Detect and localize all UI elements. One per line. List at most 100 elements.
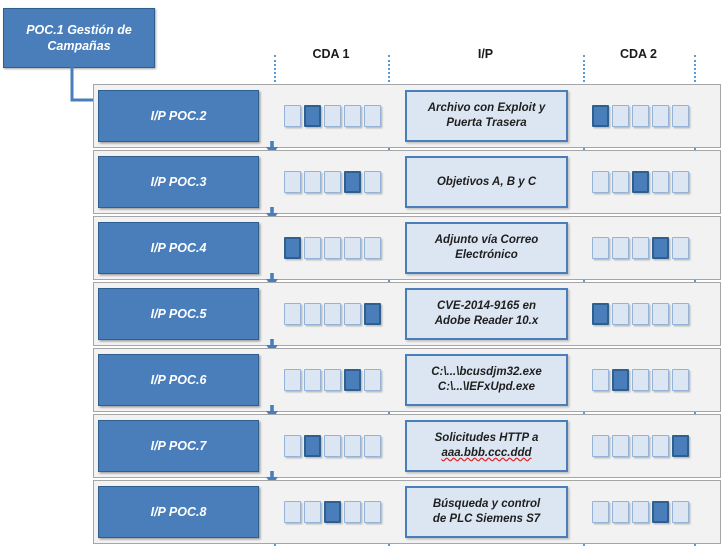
ip-text-line: Archivo con Exploit y bbox=[427, 102, 546, 114]
square-selected[interactable] bbox=[344, 171, 361, 193]
square-selected[interactable] bbox=[364, 303, 381, 325]
square[interactable] bbox=[304, 369, 321, 391]
ip-text-box[interactable]: Archivo con Exploit y Puerta Trasera bbox=[405, 90, 568, 142]
square[interactable] bbox=[632, 105, 649, 127]
square[interactable] bbox=[284, 501, 301, 523]
square[interactable] bbox=[324, 171, 341, 193]
square-selected[interactable] bbox=[672, 435, 689, 457]
row-band: I/P POC.3 Objetivos A, B y C bbox=[93, 150, 721, 221]
square[interactable] bbox=[672, 171, 689, 193]
square[interactable] bbox=[304, 501, 321, 523]
poc-box-label: I/P POC.5 bbox=[150, 307, 207, 321]
square[interactable] bbox=[592, 369, 609, 391]
poc-box[interactable]: I/P POC.3 bbox=[98, 156, 259, 208]
square[interactable] bbox=[364, 369, 381, 391]
square[interactable] bbox=[284, 435, 301, 457]
square[interactable] bbox=[652, 303, 669, 325]
square[interactable] bbox=[284, 369, 301, 391]
square[interactable] bbox=[324, 105, 341, 127]
square[interactable] bbox=[652, 105, 669, 127]
square[interactable] bbox=[344, 105, 361, 127]
square-selected[interactable] bbox=[612, 369, 629, 391]
ip-text-line: C:\...\IEFxUpd.exe bbox=[437, 381, 536, 393]
square[interactable] bbox=[672, 369, 689, 391]
poc-box-label: I/P POC.8 bbox=[150, 505, 207, 519]
square[interactable] bbox=[304, 171, 321, 193]
square[interactable] bbox=[344, 237, 361, 259]
square[interactable] bbox=[324, 435, 341, 457]
square[interactable] bbox=[324, 237, 341, 259]
ip-text-box[interactable]: Objetivos A, B y C bbox=[405, 156, 568, 208]
square[interactable] bbox=[364, 237, 381, 259]
row-flow-arrow-down bbox=[266, 207, 278, 221]
square[interactable] bbox=[612, 303, 629, 325]
square[interactable] bbox=[652, 435, 669, 457]
square[interactable] bbox=[592, 171, 609, 193]
square[interactable] bbox=[324, 369, 341, 391]
square[interactable] bbox=[612, 105, 629, 127]
column-header-ip: I/P bbox=[477, 47, 494, 61]
row-flow-arrow-down bbox=[266, 405, 278, 419]
square[interactable] bbox=[364, 171, 381, 193]
square[interactable] bbox=[344, 501, 361, 523]
square-selected[interactable] bbox=[324, 501, 341, 523]
square-selected[interactable] bbox=[304, 435, 321, 457]
square[interactable] bbox=[612, 171, 629, 193]
square[interactable] bbox=[364, 105, 381, 127]
square-selected[interactable] bbox=[304, 105, 321, 127]
ip-text-line: Electrónico bbox=[455, 249, 518, 261]
square[interactable] bbox=[652, 369, 669, 391]
poc-box[interactable]: I/P POC.7 bbox=[98, 420, 259, 472]
square[interactable] bbox=[364, 501, 381, 523]
square[interactable] bbox=[344, 435, 361, 457]
poc-box[interactable]: I/P POC.8 bbox=[98, 486, 259, 538]
square[interactable] bbox=[364, 435, 381, 457]
square[interactable] bbox=[632, 369, 649, 391]
square[interactable] bbox=[592, 501, 609, 523]
poc-box[interactable]: I/P POC.5 bbox=[98, 288, 259, 340]
square-selected[interactable] bbox=[652, 237, 669, 259]
square[interactable] bbox=[612, 435, 629, 457]
square-selected[interactable] bbox=[652, 501, 669, 523]
square[interactable] bbox=[592, 237, 609, 259]
square[interactable] bbox=[672, 303, 689, 325]
square[interactable] bbox=[284, 303, 301, 325]
square[interactable] bbox=[632, 237, 649, 259]
square[interactable] bbox=[652, 171, 669, 193]
square[interactable] bbox=[284, 105, 301, 127]
poc-box[interactable]: I/P POC.2 bbox=[98, 90, 259, 142]
square[interactable] bbox=[592, 435, 609, 457]
square[interactable] bbox=[672, 237, 689, 259]
square[interactable] bbox=[632, 435, 649, 457]
square[interactable] bbox=[672, 105, 689, 127]
square[interactable] bbox=[304, 303, 321, 325]
square[interactable] bbox=[304, 237, 321, 259]
square[interactable] bbox=[632, 303, 649, 325]
ip-text-line: Adobe Reader 10.x bbox=[434, 315, 539, 327]
square[interactable] bbox=[612, 501, 629, 523]
square[interactable] bbox=[672, 501, 689, 523]
square[interactable] bbox=[324, 303, 341, 325]
square[interactable] bbox=[344, 303, 361, 325]
poc-box[interactable]: I/P POC.6 bbox=[98, 354, 259, 406]
square-selected[interactable] bbox=[592, 105, 609, 127]
square-selected[interactable] bbox=[344, 369, 361, 391]
ip-text-line: Puerta Trasera bbox=[446, 117, 527, 129]
square-selected[interactable] bbox=[284, 237, 301, 259]
square[interactable] bbox=[612, 237, 629, 259]
poc-box-label: I/P POC.2 bbox=[150, 109, 207, 123]
poc-box[interactable]: I/P POC.4 bbox=[98, 222, 259, 274]
square-selected[interactable] bbox=[592, 303, 609, 325]
square[interactable] bbox=[284, 171, 301, 193]
square[interactable] bbox=[632, 501, 649, 523]
square-selected[interactable] bbox=[632, 171, 649, 193]
callout-poc1: POC.1 Gestión de Campañas bbox=[3, 8, 155, 68]
